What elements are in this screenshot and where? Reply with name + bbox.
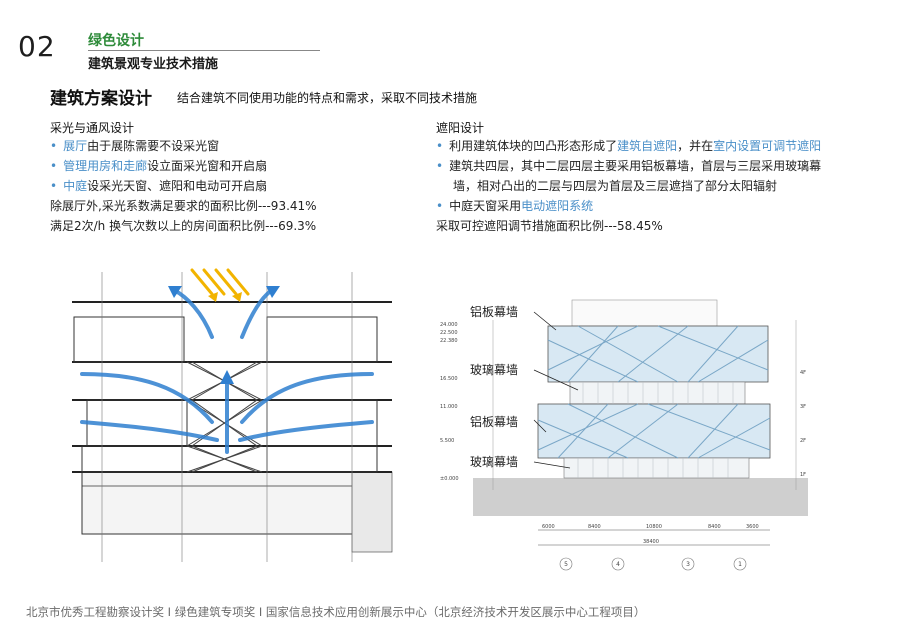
header-divider xyxy=(88,50,320,51)
floor-tag: 2F xyxy=(800,438,806,444)
dim-label: 6000 xyxy=(542,524,555,530)
dim-label: 8400 xyxy=(588,524,601,530)
stat-line: 满足2次/h 换气次数以上的房间面积比例---69.3% xyxy=(50,219,317,233)
level-tag: 11.000 xyxy=(440,404,458,410)
bullet-continuation: 墙，相对凸出的二层与四层为首层及三层遮挡了部分太阳辐射 xyxy=(453,179,778,193)
section-title: 绿色设计 xyxy=(88,33,144,49)
bullet-highlight: 建筑自遮阳 xyxy=(617,139,678,153)
bullet-item: •中庭设采光天窗、遮阳和电动可开启扇 xyxy=(50,179,268,193)
footer-text: 北京市优秀工程勘察设计奖 I 绿色建筑专项奖 I 国家信息技术应用创新展示中心（… xyxy=(26,605,646,619)
level-tag: 16.500 xyxy=(440,376,458,382)
shading-elevation-drawing: 铝板幕墙 玻璃幕墙 铝板幕墙 玻璃幕墙 24.000 22.500 22.380… xyxy=(440,299,808,571)
level-tag: ±0.000 xyxy=(440,476,459,482)
dim-label: 8400 xyxy=(708,524,721,530)
shading-heading: 遮阳设计 xyxy=(436,121,485,135)
bullet-highlight: 展厅 xyxy=(63,139,88,153)
dim-total: 38400 xyxy=(643,539,659,545)
bullet-text: 由于展陈需要不设采光窗 xyxy=(87,139,220,153)
level-tag: 22.380 xyxy=(440,338,458,344)
bullet-text: 设采光天窗、遮阳和电动可开启扇 xyxy=(87,179,268,193)
lighting-heading: 采光与通风设计 xyxy=(50,121,135,135)
level-tag: 22.500 xyxy=(440,330,458,336)
lighting-bullets: •展厅由于展陈需要不设采光窗 •管理用房和走廊设立面采光窗和开启扇 •中庭设采光… xyxy=(50,136,317,236)
bullet-text: 建筑共四层，其中二层四层主要采用铝板幕墙，首层与三层采用玻璃幕 xyxy=(449,159,822,173)
facade-2f xyxy=(537,403,771,459)
floor-tag: 4F xyxy=(800,370,806,376)
axis-label: 4 xyxy=(616,561,620,568)
bullet-item: •展厅由于展陈需要不设采光窗 xyxy=(50,139,220,153)
axis-label: 5 xyxy=(564,561,568,568)
page-headline: 建筑方案设计 xyxy=(50,89,152,109)
bullet-item: •管理用房和走廊设立面采光窗和开启扇 xyxy=(50,159,268,173)
stat-line: 除展厅外,采光系数满足要求的面积比例---93.41% xyxy=(50,199,317,213)
page-description: 结合建筑不同使用功能的特点和需求，采取不同技术措施 xyxy=(177,91,478,105)
facade-label: 玻璃幕墙 xyxy=(470,363,518,377)
bullet-text: 利用建筑体块的凹凸形态形成了 xyxy=(449,139,618,153)
bullet-item: •中庭天窗采用电动遮阳系统 xyxy=(436,199,594,213)
facade-4f xyxy=(547,325,769,383)
bullet-text: 中庭天窗采用 xyxy=(449,199,522,213)
dim-label: 3600 xyxy=(746,524,759,530)
bullet-highlight: 室内设置可调节遮阳 xyxy=(713,139,822,153)
bullet-item: •建筑共四层，其中二层四层主要采用铝板幕墙，首层与三层采用玻璃幕 xyxy=(436,159,822,173)
ground-block xyxy=(473,478,808,516)
axis-label: 3 xyxy=(686,561,690,568)
level-tag: 24.000 xyxy=(440,322,458,328)
bullet-text: 设立面采光窗和开启扇 xyxy=(147,159,268,173)
bullet-highlight: 管理用房和走廊 xyxy=(63,159,148,173)
facade-label: 玻璃幕墙 xyxy=(470,455,518,469)
axis-label: 1 xyxy=(738,561,742,568)
ventilation-section-drawing xyxy=(62,262,402,568)
floor-tag: 3F xyxy=(800,404,806,410)
bullet-text: ，并在 xyxy=(677,139,714,153)
facade-label: 铝板幕墙 xyxy=(470,304,518,319)
section-number: 02 xyxy=(18,30,56,63)
bullet-highlight: 中庭 xyxy=(63,179,88,193)
facade-label: 铝板幕墙 xyxy=(470,414,518,429)
stat-line: 采取可控遮阳调节措施面积比例---58.45% xyxy=(436,219,663,233)
section-subtitle: 建筑景观专业技术措施 xyxy=(88,57,219,72)
floor-tag: 1F xyxy=(800,472,806,478)
shading-bullets: •利用建筑体块的凹凸形态形成了建筑自遮阳，并在室内设置可调节遮阳 •建筑共四层，… xyxy=(436,136,886,236)
level-tag: 5.500 xyxy=(440,438,454,444)
bullet-item: •利用建筑体块的凹凸形态形成了建筑自遮阳，并在室内设置可调节遮阳 xyxy=(436,139,822,153)
dim-label: 10800 xyxy=(646,524,662,530)
bullet-highlight: 电动遮阳系统 xyxy=(521,199,594,213)
